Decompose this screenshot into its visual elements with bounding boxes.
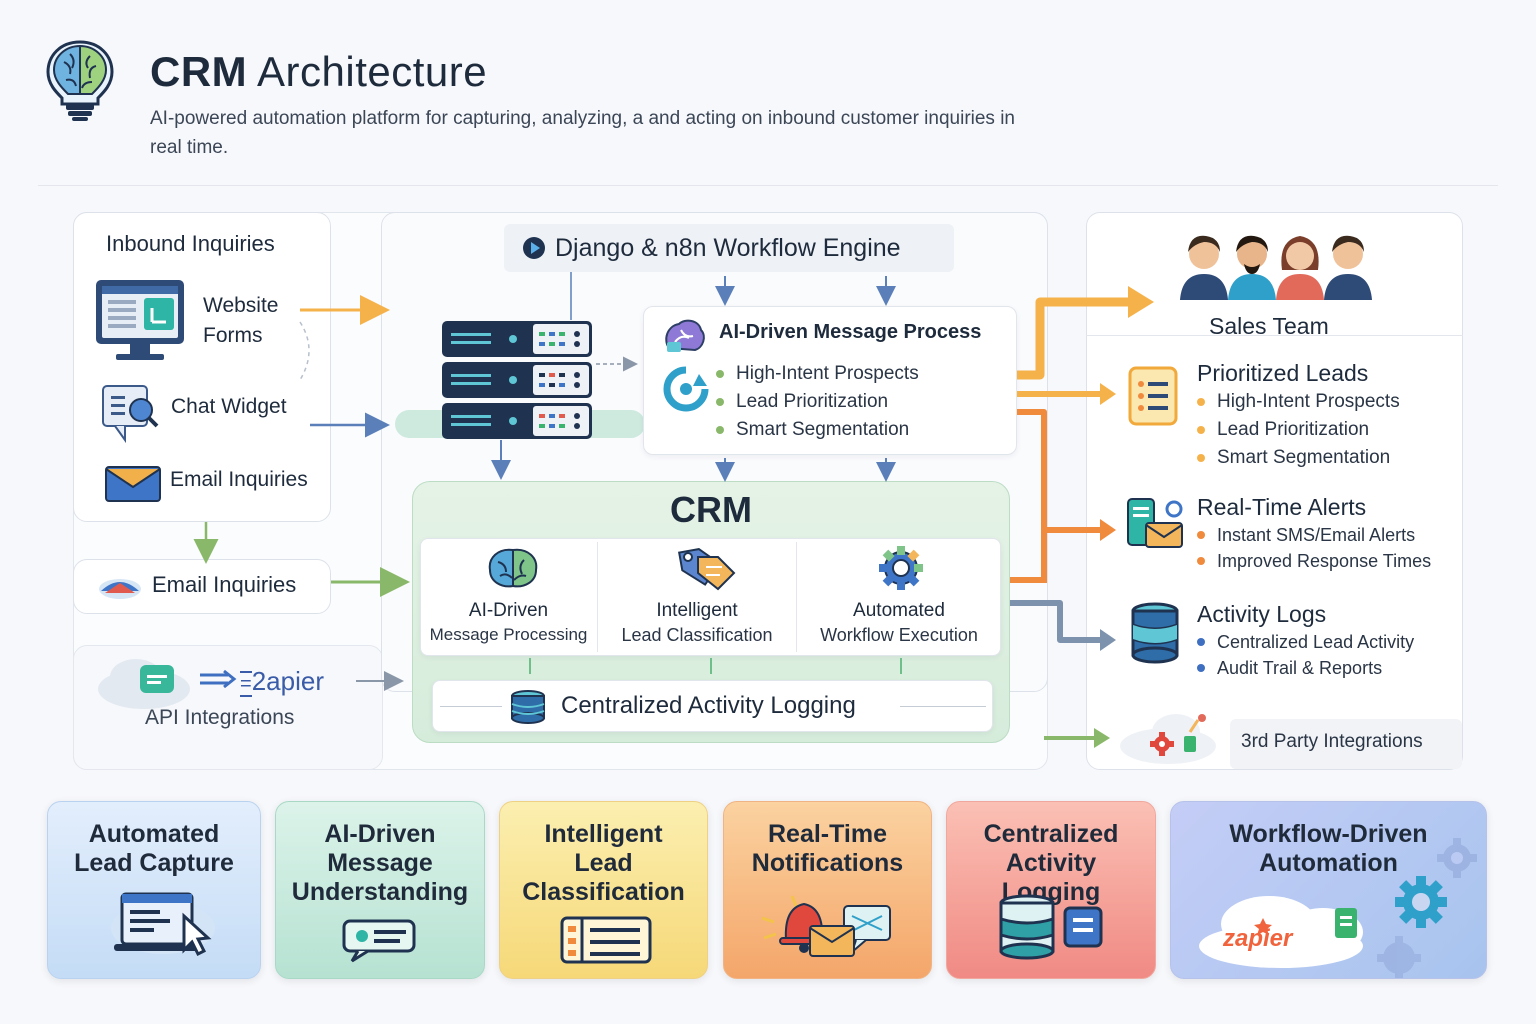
play-icon xyxy=(522,236,546,265)
checklist-icon xyxy=(1128,366,1182,433)
prioritized-leads-title: Prioritized Leads xyxy=(1197,360,1369,386)
chat-widget-label: Chat Widget xyxy=(171,395,287,418)
activity-logs-title: Activity Logs xyxy=(1197,601,1327,627)
page-title: CRM Architecture xyxy=(150,48,488,95)
arrow-ai-to-sales xyxy=(1017,297,1140,380)
logging-line-right xyxy=(900,706,986,707)
chat-widget-icon xyxy=(101,384,161,453)
arrow-crm-to-alerts xyxy=(1010,530,1047,583)
email-inquiries-box-label: Email Inquiries xyxy=(152,572,297,597)
prioritized-bullet: Lead Prioritization xyxy=(1197,416,1400,444)
alerts-bullet: Instant SMS/Email Alerts xyxy=(1197,522,1431,548)
page-subtitle: AI-powered automation platform for captu… xyxy=(150,108,1016,158)
arrow-head-prioritized xyxy=(1100,383,1116,405)
form-cursor-icon xyxy=(111,892,215,957)
ai-bullet: High-Intent Prospects xyxy=(716,360,919,388)
ai-card-title: AI-Driven Message Process xyxy=(719,321,982,343)
alerts-bullet: Improved Response Times xyxy=(1197,548,1431,574)
brain-bulb-icon xyxy=(44,38,116,122)
card-list-icon xyxy=(560,916,652,964)
email-inquiries-label: Email Inquiries xyxy=(170,468,308,491)
prioritized-leads-bullets: High-Intent Prospects Lead Prioritizatio… xyxy=(1197,388,1400,472)
gear-icon xyxy=(876,545,926,596)
envelope-icon xyxy=(104,465,162,508)
ai-message-process-card xyxy=(643,306,1017,455)
ai-card-bullets: High-Intent Prospects Lead Prioritizatio… xyxy=(716,360,919,444)
arrow-head-alerts xyxy=(1100,519,1116,541)
brain-icon xyxy=(486,546,540,595)
module-workflow-execution: Automated Workflow Execution xyxy=(820,600,978,645)
logs-bullet: Centralized Lead Activity xyxy=(1197,629,1414,655)
brain-chip-icon xyxy=(663,318,705,359)
cloud-chat-icon xyxy=(96,655,192,716)
sales-team-icon xyxy=(1178,230,1374,307)
logging-label: Centralized Activity Logging xyxy=(561,692,856,719)
database-doc-icon xyxy=(999,894,1103,960)
inbound-title: Inbound Inquiries xyxy=(106,231,275,256)
crm-title: CRM xyxy=(670,489,752,530)
prioritized-bullet: Smart Segmentation xyxy=(1197,444,1400,472)
double-arrow-icon xyxy=(198,669,238,694)
module-divider xyxy=(796,542,797,652)
ai-bullet: Lead Prioritization xyxy=(716,388,919,416)
zapier-cloud-gears-icon: zapier xyxy=(1199,838,1477,978)
sales-team-divider xyxy=(1086,335,1463,336)
sales-team-label: Sales Team xyxy=(1209,313,1329,339)
cloud-gear-icon xyxy=(1118,708,1218,771)
api-integrations-label: API Integrations xyxy=(145,706,295,729)
third-party-label: 3rd Party Integrations xyxy=(1241,731,1423,752)
real-time-alerts-title: Real-Time Alerts xyxy=(1197,494,1367,520)
website-forms-label: Website Forms xyxy=(203,294,279,347)
module-divider xyxy=(597,542,598,652)
activity-logs-bullets: Centralized Lead Activity Audit Trail & … xyxy=(1197,629,1414,681)
chat-bubble-icon xyxy=(342,919,416,963)
arrow-head-third-party xyxy=(1094,728,1110,748)
logging-line-left xyxy=(440,706,502,707)
logs-bullet: Audit Trail & Reports xyxy=(1197,655,1414,681)
bell-mail-icon xyxy=(761,895,891,957)
third-party-bar xyxy=(1230,719,1462,769)
module-ai-message: AI-Driven Message Processing xyxy=(429,600,588,644)
phone-mail-icon xyxy=(1126,497,1186,556)
dashed-forms-chat xyxy=(299,321,310,381)
real-time-alerts-bullets: Instant SMS/Email Alerts Improved Respon… xyxy=(1197,522,1431,574)
ai-bullet: Smart Segmentation xyxy=(716,416,919,444)
database-icon xyxy=(1130,602,1180,668)
arrow-head-sales xyxy=(1128,286,1154,318)
module-lead-classification: Intelligent Lead Classification xyxy=(621,600,773,645)
tag-icon xyxy=(676,545,738,596)
server-rack-icon xyxy=(441,320,593,445)
header-divider xyxy=(38,185,1498,186)
database-icon xyxy=(510,690,546,729)
prioritized-bullet: High-Intent Prospects xyxy=(1197,388,1400,416)
arrow-head-logs xyxy=(1100,629,1116,651)
arrow-to-logs xyxy=(1010,600,1104,643)
engine-title: Django & n8n Workflow Engine xyxy=(555,234,901,262)
svg-text:zapier: zapier xyxy=(1222,925,1294,952)
cloud-mail-icon xyxy=(97,569,143,606)
engine-title-bar xyxy=(504,224,954,272)
monitor-form-icon xyxy=(94,278,186,369)
zapier-logo: =2apier xyxy=(240,666,324,697)
refresh-gear-icon xyxy=(663,366,709,417)
arrow-to-alerts xyxy=(1017,409,1104,533)
